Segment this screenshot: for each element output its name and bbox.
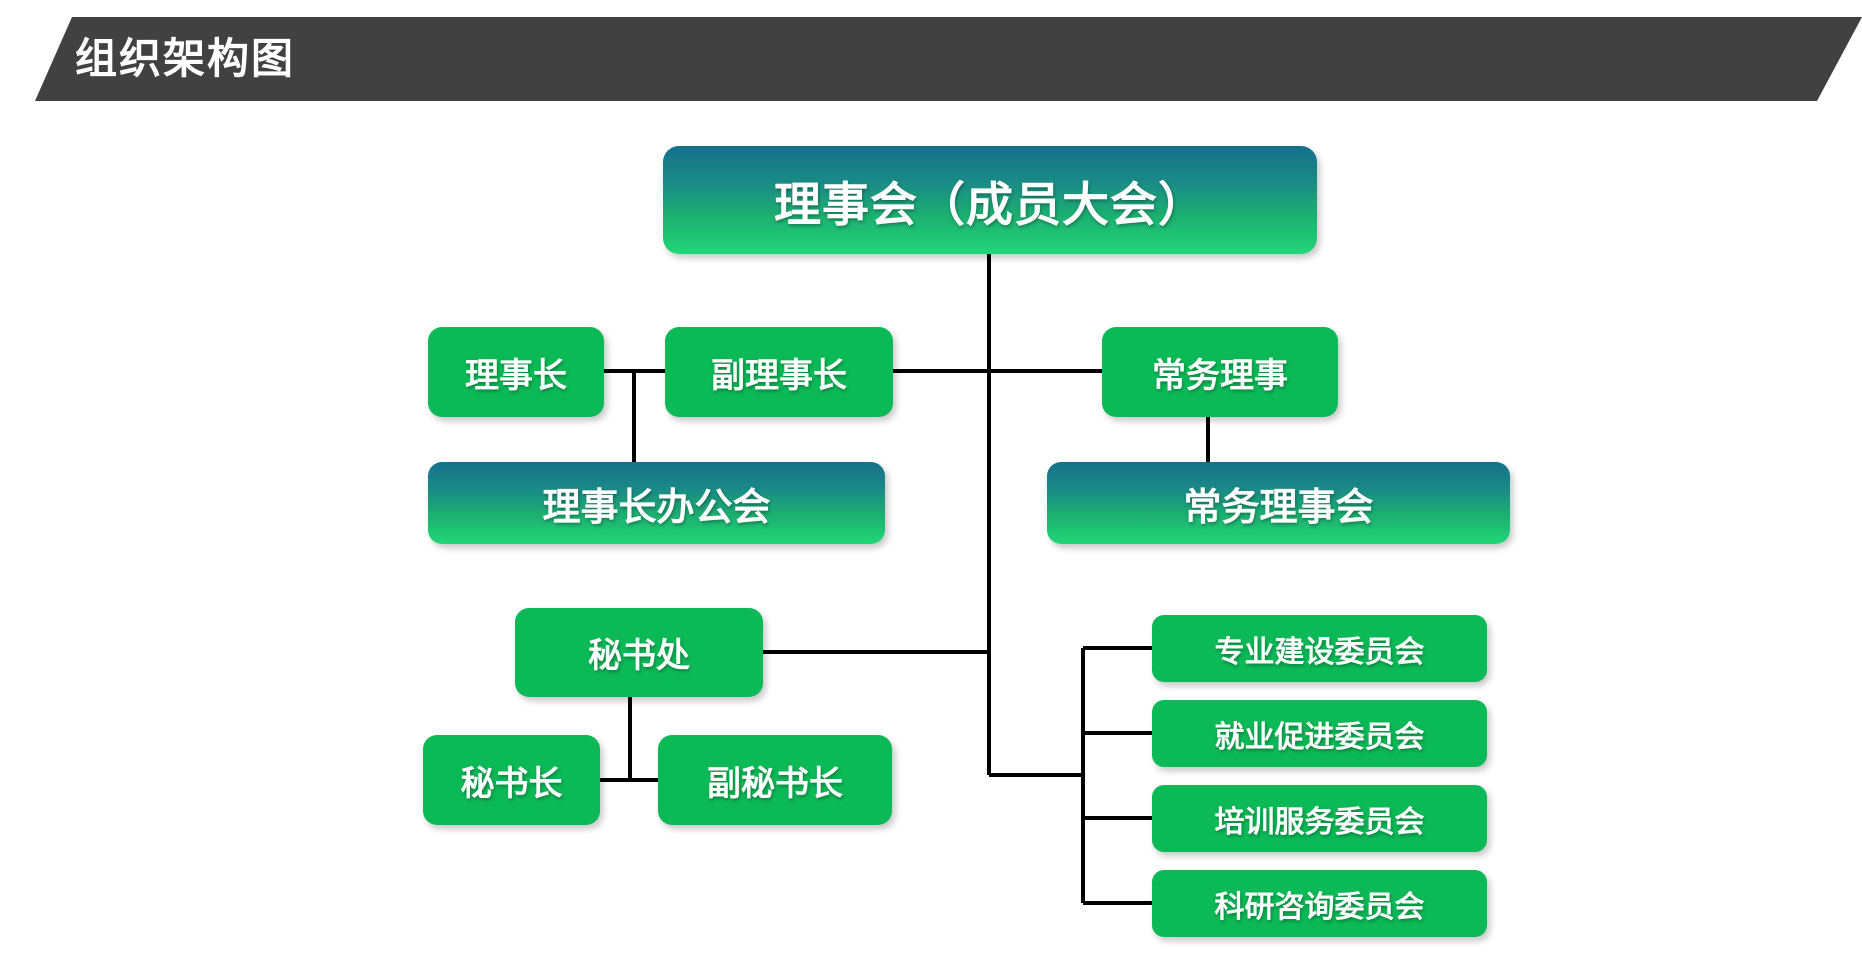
node-label: 副理事长 (711, 356, 847, 395)
node-label: 副秘书长 (707, 764, 843, 803)
node-standing-director[interactable]: 常务理事 (1102, 327, 1338, 417)
node-chairman[interactable]: 理事长 (428, 327, 604, 417)
page-title: 组织架构图 (75, 35, 296, 82)
node-label: 秘书长 (460, 764, 563, 803)
node-vice-chairman[interactable]: 副理事长 (665, 327, 893, 417)
node-deputy-secretary-general[interactable]: 副秘书长 (658, 735, 892, 825)
node-label: 常务理事会 (1183, 486, 1374, 529)
node-committee-training-service[interactable]: 培训服务委员会 (1152, 785, 1487, 852)
node-label: 秘书处 (588, 637, 690, 675)
node-label: 科研咨询委员会 (1214, 890, 1425, 924)
node-label: 培训服务委员会 (1214, 805, 1425, 839)
node-committee-professional-development[interactable]: 专业建设委员会 (1152, 615, 1487, 682)
node-label: 常务理事 (1152, 356, 1288, 395)
node-label: 就业促进委员会 (1214, 720, 1425, 754)
node-committee-research-consulting[interactable]: 科研咨询委员会 (1152, 870, 1487, 937)
node-secretary-general[interactable]: 秘书长 (423, 735, 600, 825)
node-label: 理事会（成员大会） (774, 177, 1206, 231)
node-label: 理事长 (465, 356, 567, 395)
node-committee-employment-promotion[interactable]: 就业促进委员会 (1152, 700, 1487, 767)
node-label: 理事长办公会 (542, 486, 771, 529)
node-secretariat[interactable]: 秘书处 (515, 608, 763, 697)
node-label: 专业建设委员会 (1214, 635, 1425, 669)
node-board-of-directors[interactable]: 理事会（成员大会） (663, 146, 1317, 254)
header-banner (35, 17, 1862, 101)
node-chairman-office-meeting[interactable]: 理事长办公会 (428, 462, 885, 544)
node-standing-council[interactable]: 常务理事会 (1047, 462, 1510, 544)
